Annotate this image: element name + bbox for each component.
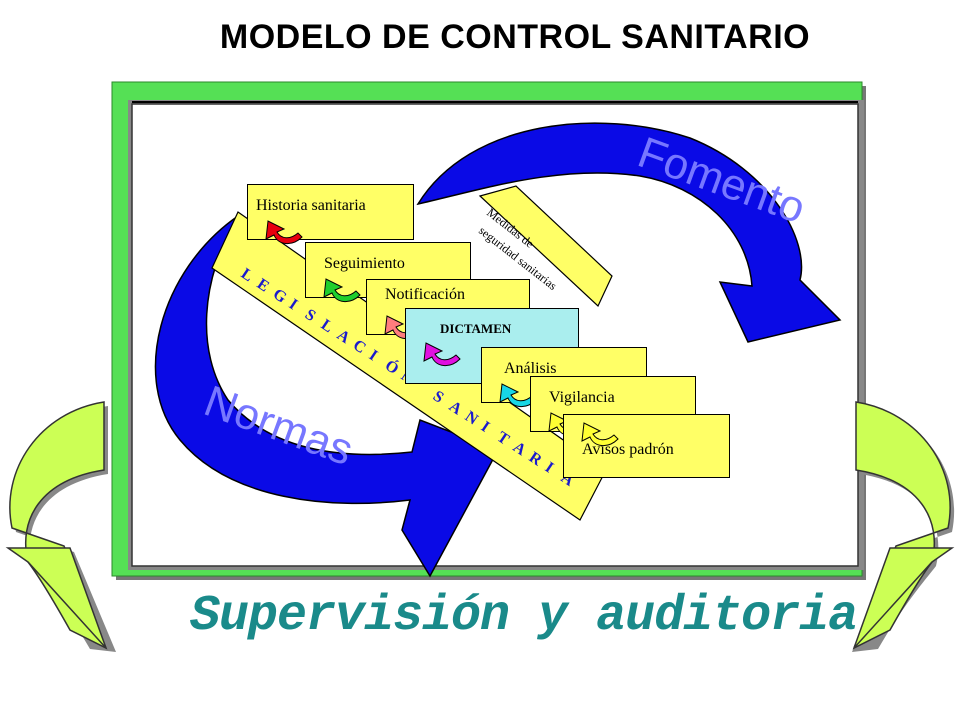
step-box-7: Avisos padrón [563, 414, 730, 478]
page-title: MODELO DE CONTROL SANITARIO [219, 18, 811, 56]
step-label: Análisis [504, 360, 557, 377]
curved-arrow-icon [265, 220, 303, 244]
medidas-band [478, 185, 613, 308]
step-label: Historia sanitaria [256, 197, 366, 214]
step-label: Vigilancia [549, 389, 615, 406]
curved-arrow-icon [423, 342, 461, 366]
step-box-1: Historia sanitaria [247, 184, 414, 244]
step-label: DICTAMEN [440, 321, 512, 336]
step-label: Notificación [385, 286, 465, 303]
left-side-arrow [5, 401, 116, 652]
footer-title: Supervisión y auditoria [190, 588, 858, 645]
fomento-arrow [416, 122, 842, 343]
step-label: Seguimiento [324, 255, 405, 272]
curved-arrow-icon [323, 278, 361, 302]
right-side-arrow [852, 401, 955, 652]
curved-arrow-icon [499, 383, 537, 407]
normas-arrow [154, 215, 500, 578]
curved-arrow-icon [581, 422, 619, 446]
